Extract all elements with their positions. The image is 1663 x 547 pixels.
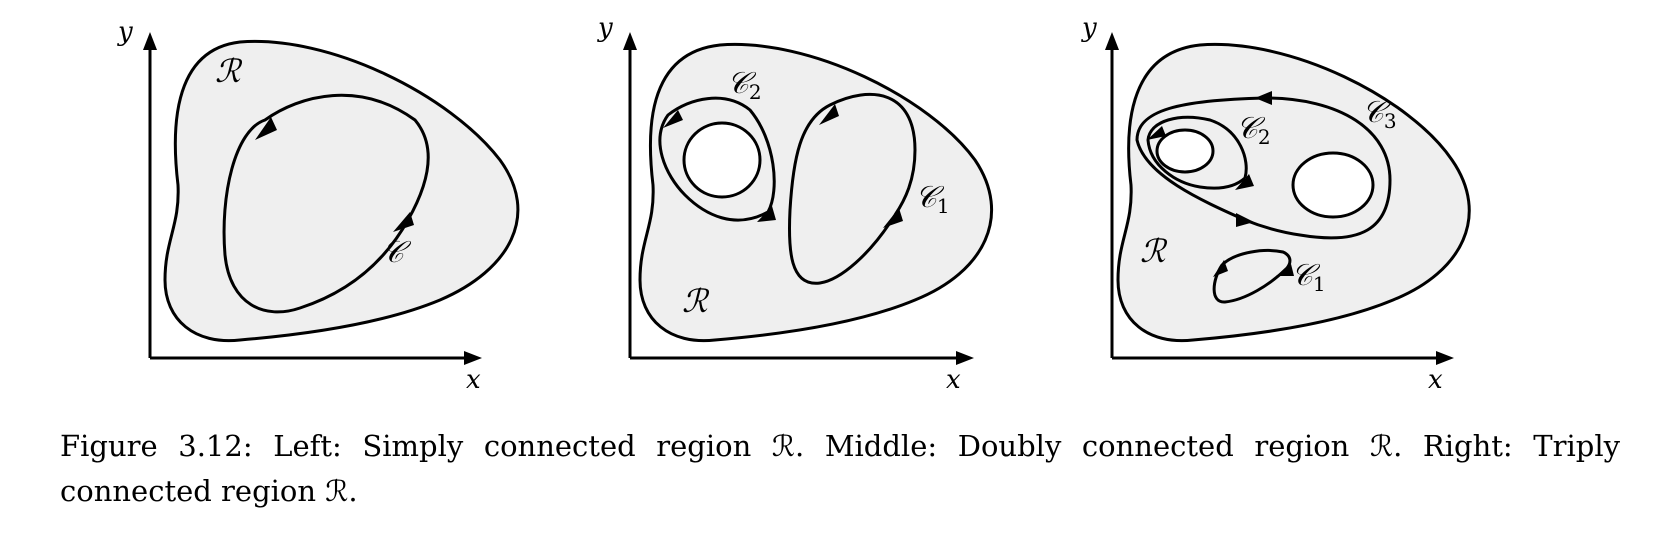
- arrowhead-c2-middle-1: [663, 110, 683, 128]
- curve-label-c3-right: 𝒞3: [1362, 95, 1397, 133]
- arrowhead-c2-right-2: [1235, 174, 1254, 190]
- y-axis-arrowhead-right: [1105, 32, 1119, 50]
- hole-2-right: [1291, 151, 1375, 219]
- x-axis-label-left: x: [466, 365, 481, 395]
- x-axis-arrowhead-middle: [956, 351, 974, 365]
- x-axis-arrowhead-left: [464, 351, 482, 365]
- hole-middle: [682, 121, 762, 199]
- region-label-left: ℛ: [215, 52, 243, 90]
- arrowhead-c2-right-1: [1147, 126, 1166, 140]
- y-axis-label-left: y: [117, 17, 133, 47]
- x-axis-label-middle: x: [946, 365, 961, 395]
- arrowhead-c2-middle-2: [757, 206, 776, 222]
- panel-right: y x ℛ 𝒞3 𝒞2 𝒞1: [1081, 13, 1471, 395]
- curve-c2-middle: [658, 96, 776, 222]
- panel-left: y x ℛ 𝒞: [117, 17, 520, 395]
- arrowhead-c-left-1: [255, 117, 277, 140]
- figure-diagram: y x ℛ 𝒞 y x ℛ 𝒞2 𝒞1: [117, 13, 1471, 395]
- figure-caption: Figure 3.12: Left: Simply connected regi…: [60, 429, 1620, 508]
- x-axis-label-right: x: [1428, 365, 1443, 395]
- curve-c2-right: [1146, 115, 1248, 190]
- panel-middle: y x ℛ 𝒞2 𝒞1: [597, 13, 993, 395]
- curve-c-left: [222, 93, 430, 314]
- y-axis-label-middle: y: [597, 13, 613, 43]
- region-r-middle: [638, 42, 993, 343]
- arrowhead-c1-right-2: [1276, 264, 1294, 276]
- region-label-right: ℛ: [1140, 232, 1168, 270]
- x-axis-arrowhead-right: [1436, 351, 1454, 365]
- y-axis-arrowhead-middle: [623, 32, 637, 50]
- arrowhead-c3-right-2: [1236, 213, 1254, 227]
- arrowhead-c1-middle-2: [883, 208, 903, 228]
- curve-c3-right: [1135, 96, 1392, 240]
- curve-c1-middle: [787, 93, 917, 285]
- y-axis-arrowhead-left: [143, 32, 157, 50]
- arrowhead-c-left-2: [393, 212, 414, 232]
- hole-1-right: [1155, 128, 1215, 174]
- region-label-middle: ℛ: [682, 282, 710, 320]
- region-r-left: [163, 39, 520, 343]
- y-axis-label-right: y: [1081, 13, 1097, 43]
- arrowhead-c3-right-1: [1255, 91, 1272, 105]
- arrowhead-c1-right-1: [1213, 260, 1228, 277]
- arrowhead-c1-middle-1: [819, 104, 839, 125]
